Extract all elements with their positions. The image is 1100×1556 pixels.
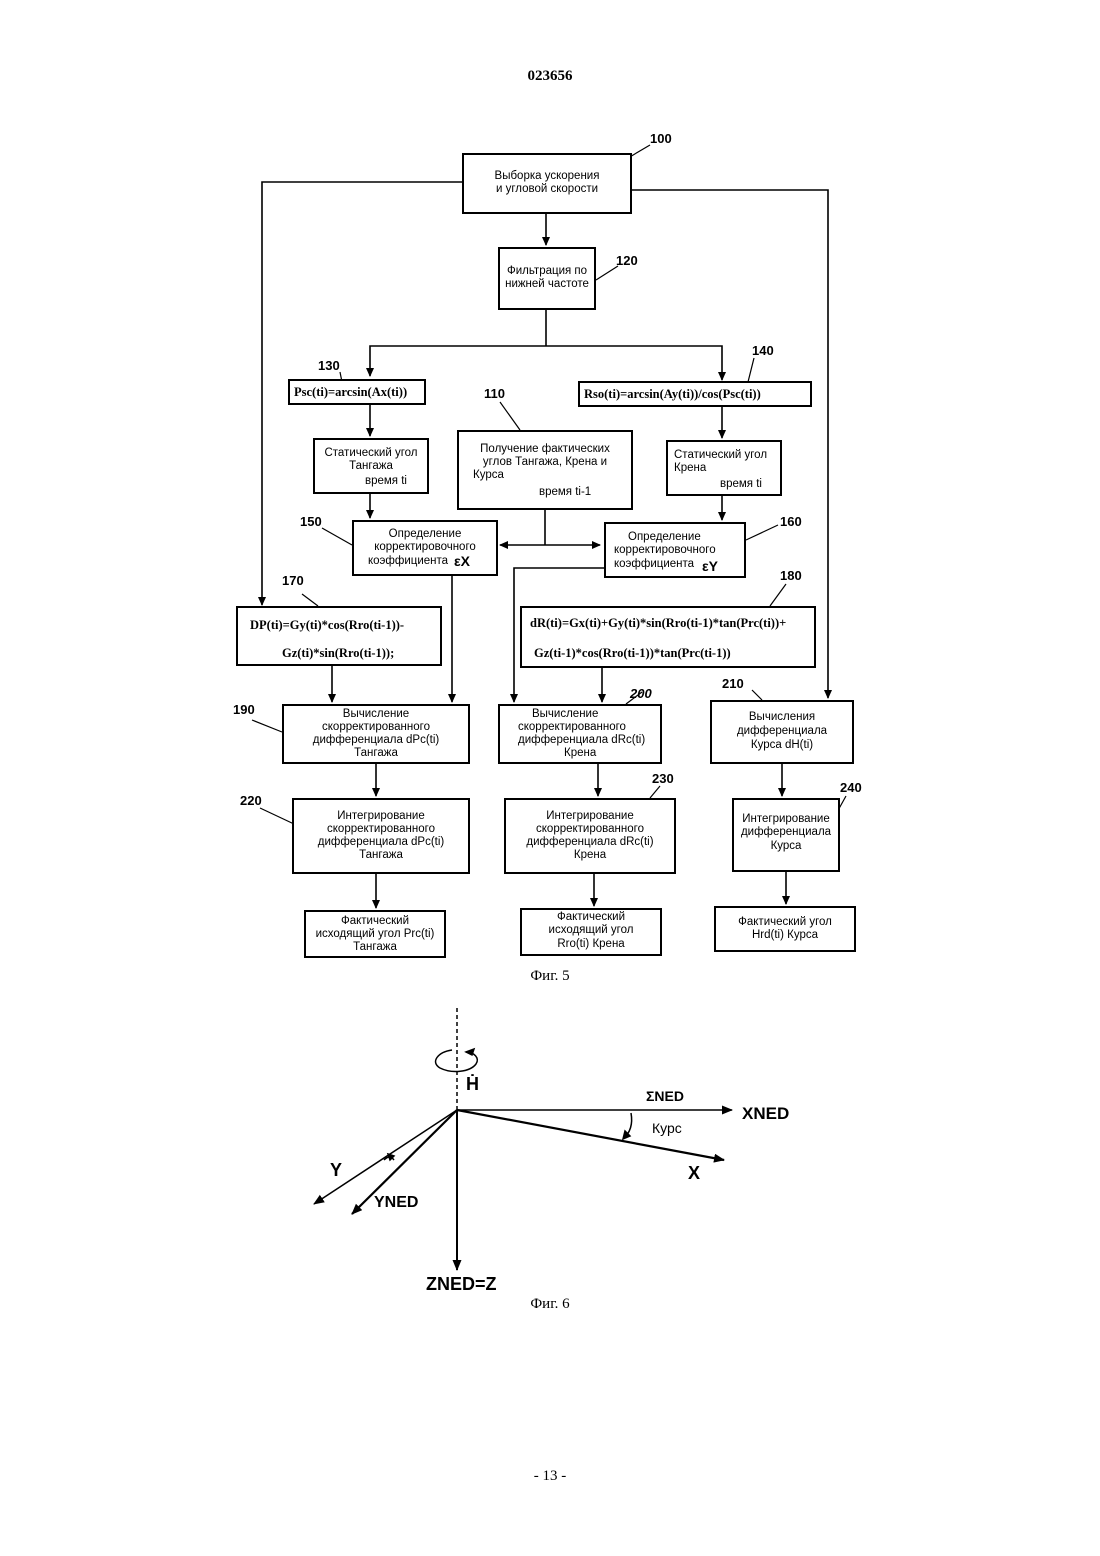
fig6-y-ned-label: YNED [374,1194,418,1212]
fig6-x-ned-label: XNED [742,1104,789,1124]
fig6-x-label: X [688,1163,700,1184]
fig6-h-dot-label: Ḣ [466,1074,479,1095]
page-number: - 13 - [0,1468,1100,1485]
figure-6-caption: Фиг. 6 [0,1296,1100,1313]
fig6-y-label: Y [330,1160,342,1181]
fig6-z-label: ZNED=Z [426,1274,497,1295]
fig6-sigma-ned-label: ΣNED [646,1088,684,1104]
fig6-kurs-label: Курс [652,1120,682,1136]
